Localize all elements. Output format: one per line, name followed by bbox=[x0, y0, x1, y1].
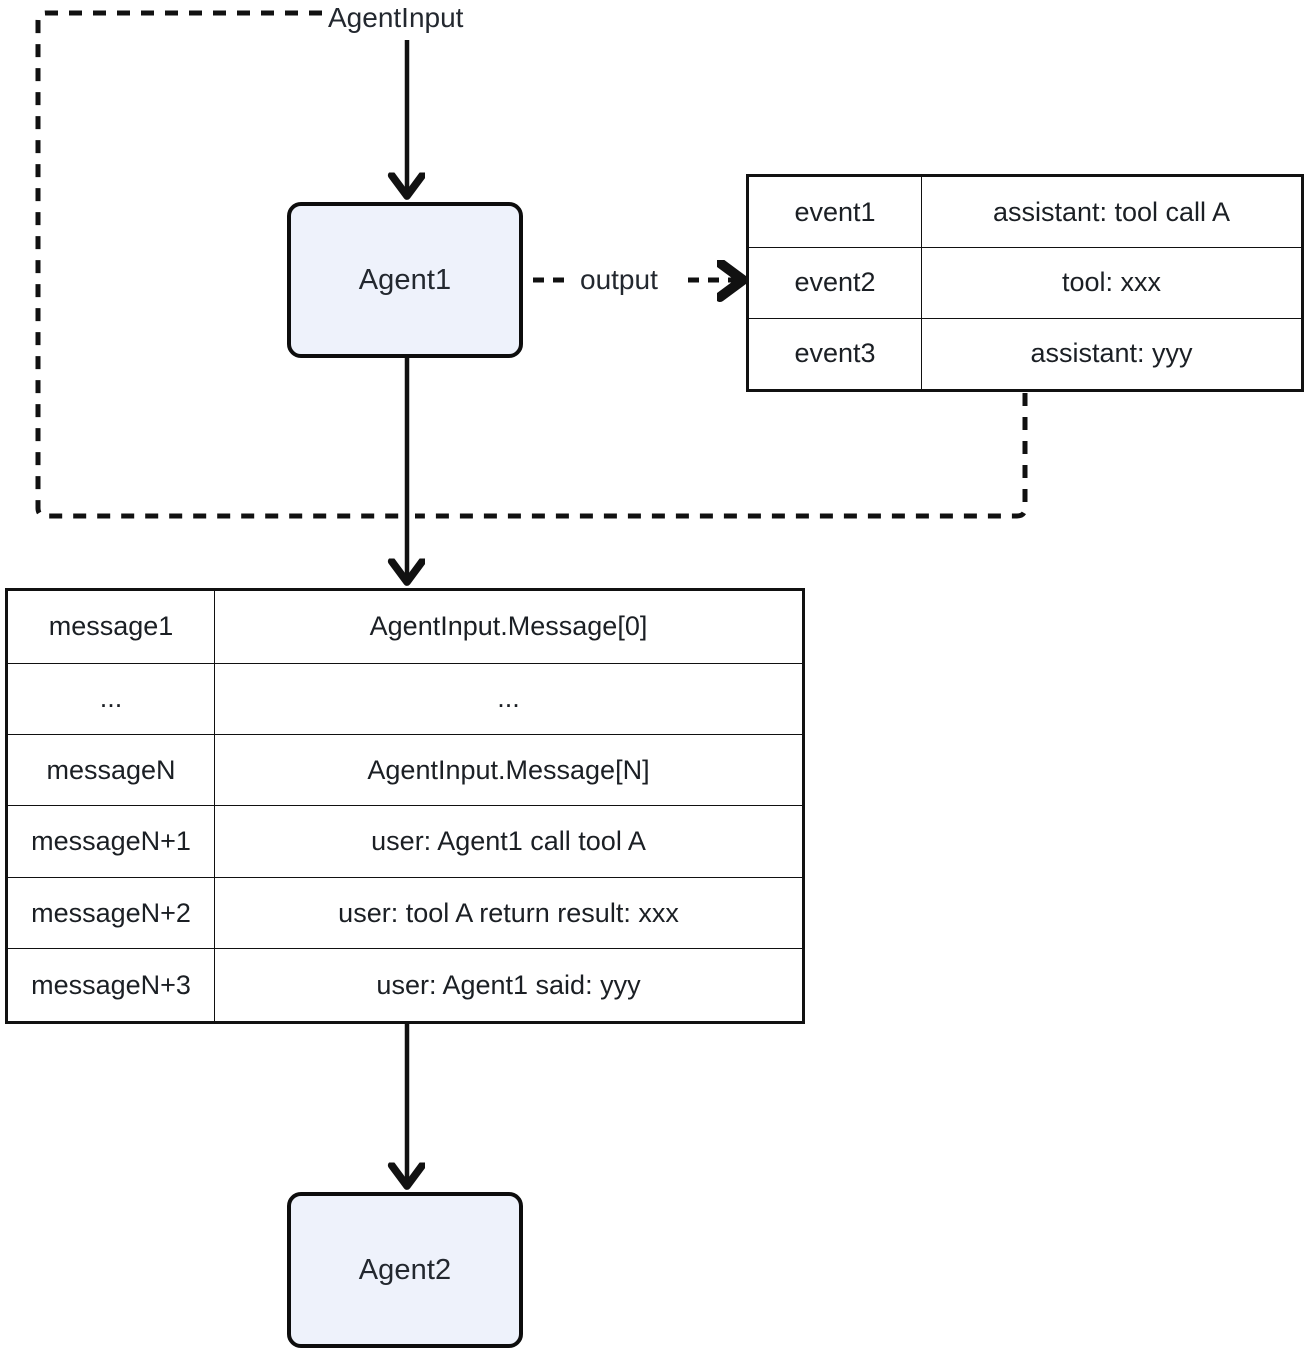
message-key-cell: message1 bbox=[6, 589, 215, 664]
event-value-cell: tool: xxx bbox=[921, 247, 1303, 319]
message-key-cell: ... bbox=[6, 662, 215, 736]
node-agent1-label: Agent1 bbox=[358, 263, 452, 296]
message-value-cell: user: Agent1 said: yyy bbox=[214, 948, 804, 1023]
message-key-cell: messageN+2 bbox=[6, 876, 215, 950]
event-value-cell: assistant: yyy bbox=[921, 317, 1303, 392]
node-agent2-label: Agent2 bbox=[358, 1253, 452, 1286]
message-value-cell: ... bbox=[214, 662, 804, 736]
table-row: event3 assistant: yyy bbox=[747, 317, 1303, 392]
event-key-cell: event1 bbox=[747, 174, 922, 249]
message-value-cell: AgentInput.Message[N] bbox=[214, 734, 804, 807]
table-row: messageN+1 user: Agent1 call tool A bbox=[6, 805, 804, 878]
node-agent1[interactable]: Agent1 bbox=[287, 202, 523, 358]
event-value-cell: assistant: tool call A bbox=[921, 174, 1303, 249]
table-row: ... ... bbox=[6, 662, 804, 736]
table-row: event2 tool: xxx bbox=[747, 247, 1303, 319]
table-row: message1 AgentInput.Message[0] bbox=[6, 589, 804, 664]
event-key-cell: event2 bbox=[747, 247, 922, 319]
message-value-cell: user: tool A return result: xxx bbox=[214, 876, 804, 950]
agent-input-label: AgentInput bbox=[328, 2, 464, 33]
message-key-cell: messageN+3 bbox=[6, 948, 215, 1023]
node-agent2[interactable]: Agent2 bbox=[287, 1192, 523, 1348]
event-key-cell: event3 bbox=[747, 317, 922, 392]
table-row: messageN AgentInput.Message[N] bbox=[6, 734, 804, 807]
message-value-cell: user: Agent1 call tool A bbox=[214, 805, 804, 878]
events-feedback-path bbox=[415, 393, 1028, 519]
message-value-cell: AgentInput.Message[0] bbox=[214, 589, 804, 664]
message-table: message1 AgentInput.Message[0] ... ... m… bbox=[5, 588, 805, 1024]
event-table: event1 assistant: tool call A event2 too… bbox=[746, 174, 1304, 392]
table-row: messageN+2 user: tool A return result: x… bbox=[6, 876, 804, 950]
message-key-cell: messageN+1 bbox=[6, 805, 215, 878]
table-row: messageN+3 user: Agent1 said: yyy bbox=[6, 948, 804, 1023]
message-key-cell: messageN bbox=[6, 734, 215, 807]
output-label: output bbox=[580, 264, 658, 295]
table-row: event1 assistant: tool call A bbox=[747, 174, 1303, 249]
